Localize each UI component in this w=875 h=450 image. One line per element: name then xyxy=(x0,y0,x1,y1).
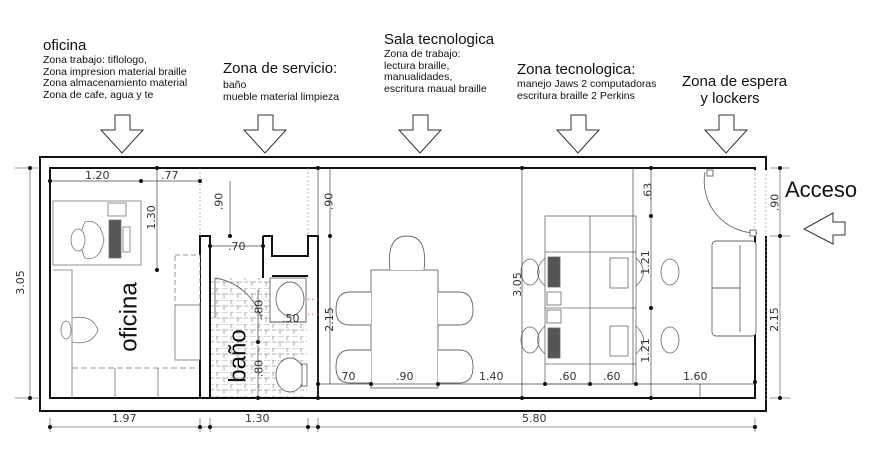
zone-label-servicio: Zona de servicio: baño mueble material l… xyxy=(223,60,340,103)
zone-line: baño xyxy=(223,78,247,91)
dim-bath-door: .70 xyxy=(228,240,246,253)
bath-markers: + + + + + + xyxy=(307,297,319,318)
bath-fixtures xyxy=(214,277,308,393)
arrow-down-icon xyxy=(242,114,288,154)
dim-tech-top: .63 xyxy=(641,182,655,201)
zone-label-tecnologica: Zona tecnologica: manejo Jaws 2 computad… xyxy=(517,61,657,102)
zone-label-espera: Zona de espera y lockers xyxy=(682,73,788,108)
zone-line: Zona de trabajo: xyxy=(384,47,461,60)
svg-text:+ + +: + + + xyxy=(307,297,319,303)
dim-sala-left: .70 xyxy=(338,370,356,383)
dim-sala-right: 1.40 xyxy=(479,370,504,383)
dim-sala-table: .90 xyxy=(396,370,414,383)
zone-line: mueble material limpieza xyxy=(223,90,340,103)
access-arrow-icon xyxy=(802,212,846,245)
zone-line: escritura maual braille xyxy=(384,83,487,96)
zone-arrows xyxy=(99,114,749,154)
arrow-down-icon xyxy=(555,114,601,154)
zone-title-line2: y lockers xyxy=(700,89,760,107)
meeting-table xyxy=(335,235,474,389)
dim-office-gap: .77 xyxy=(161,169,179,182)
dim-bath-wc-h: .80 xyxy=(252,359,266,378)
zone-line: manejo Jaws 2 computadoras xyxy=(517,77,657,90)
zone-line: Zona trabajo: tiflologo, xyxy=(43,53,147,66)
dim-office-desk-h: 1.30 xyxy=(144,205,158,230)
access-label: Acceso xyxy=(785,177,858,202)
zone-title: Sala tecnologica xyxy=(384,31,495,48)
dim-wait-width: 1.60 xyxy=(683,370,708,383)
arrow-down-icon xyxy=(703,114,749,154)
dim-tech-desk2: 1.21 xyxy=(638,338,652,363)
zone-line: lectura braille, xyxy=(384,59,450,72)
waiting-furniture xyxy=(703,169,758,337)
zone-line: Zona de cafe, agua y te xyxy=(43,89,154,102)
dim-door-width: .90 xyxy=(768,193,782,212)
office-furniture xyxy=(52,200,201,398)
arrow-down-icon xyxy=(99,114,145,154)
zone-line: escritura braille 2 Perkins xyxy=(517,89,635,102)
dim-sala-top: .90 xyxy=(322,192,336,211)
zone-line: Zona almacenamiento material xyxy=(43,77,188,90)
zone-title: Zona de espera xyxy=(682,73,788,90)
zone-line: Zona impresion material braille xyxy=(43,65,187,78)
zone-line: manualidades, xyxy=(384,71,453,84)
dim-bath-basin-w: .50 xyxy=(282,312,300,325)
dim-sala-side: 2.15 xyxy=(322,307,336,332)
dim-bath-width: 1.30 xyxy=(245,412,270,425)
zone-label-sala: Sala tecnologica Zona de trabajo: lectur… xyxy=(384,31,495,96)
dimension-dots xyxy=(48,166,757,400)
zone-label-oficina: oficina Zona trabajo: tiflologo, Zona im… xyxy=(43,37,188,102)
dim-bath-basin-h: .80 xyxy=(252,299,266,318)
dim-office-desk-w: 1.20 xyxy=(85,169,110,182)
dim-total-height: 3.05 xyxy=(13,270,27,295)
dim-tech-col2: .60 xyxy=(603,370,621,383)
dim-right-lower: 2.15 xyxy=(767,307,781,332)
dim-hall-width: 5.80 xyxy=(522,412,547,425)
room-label-bano: baño xyxy=(224,329,252,383)
dim-tech-col1: .60 xyxy=(559,370,577,383)
dim-tech-height: 3.05 xyxy=(510,272,524,297)
zone-title: Zona tecnologica: xyxy=(517,61,636,78)
svg-text:+ + +: + + + xyxy=(307,312,319,318)
zone-title: Zona de servicio: xyxy=(223,60,338,77)
room-label-oficina: oficina xyxy=(115,282,143,352)
interior-ref-lines xyxy=(50,168,755,398)
zone-title: oficina xyxy=(43,37,87,54)
dim-tech-desk1: 1.21 xyxy=(638,250,652,275)
arrow-down-icon xyxy=(397,114,443,154)
computer-desks xyxy=(520,215,680,385)
dim-bath-top-left: .90 xyxy=(212,192,226,211)
dim-office-width: 1.97 xyxy=(112,412,137,425)
